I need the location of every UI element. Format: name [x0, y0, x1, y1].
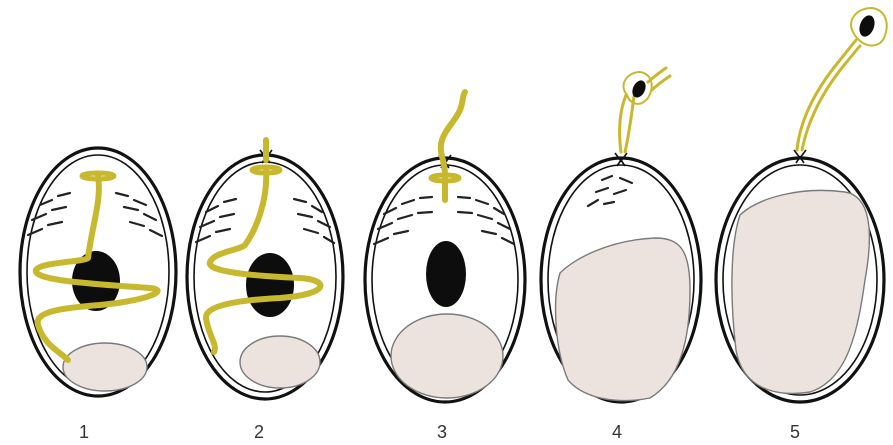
stage-2: 2 [187, 140, 343, 442]
expanded-vacuole [556, 238, 690, 401]
polar-tube [620, 68, 670, 152]
nucleus [426, 241, 466, 307]
stage-label: 1 [79, 422, 89, 442]
posterior-vacuole [240, 336, 320, 388]
stage-label: 5 [790, 422, 800, 442]
posterior-vacuole [63, 343, 147, 391]
stage-5: 5 [716, 8, 887, 442]
sporoplasm [624, 72, 652, 104]
nucleus [246, 253, 294, 317]
stage-label: 3 [437, 422, 447, 442]
posterior-vacuole [391, 314, 503, 398]
stage-1: 1 [20, 148, 176, 442]
stage-3: 3 [365, 92, 525, 442]
stage-label: 4 [612, 422, 622, 442]
stage-4: 4 [541, 68, 701, 442]
polar-tube [797, 40, 860, 150]
stage-label: 2 [254, 422, 264, 442]
